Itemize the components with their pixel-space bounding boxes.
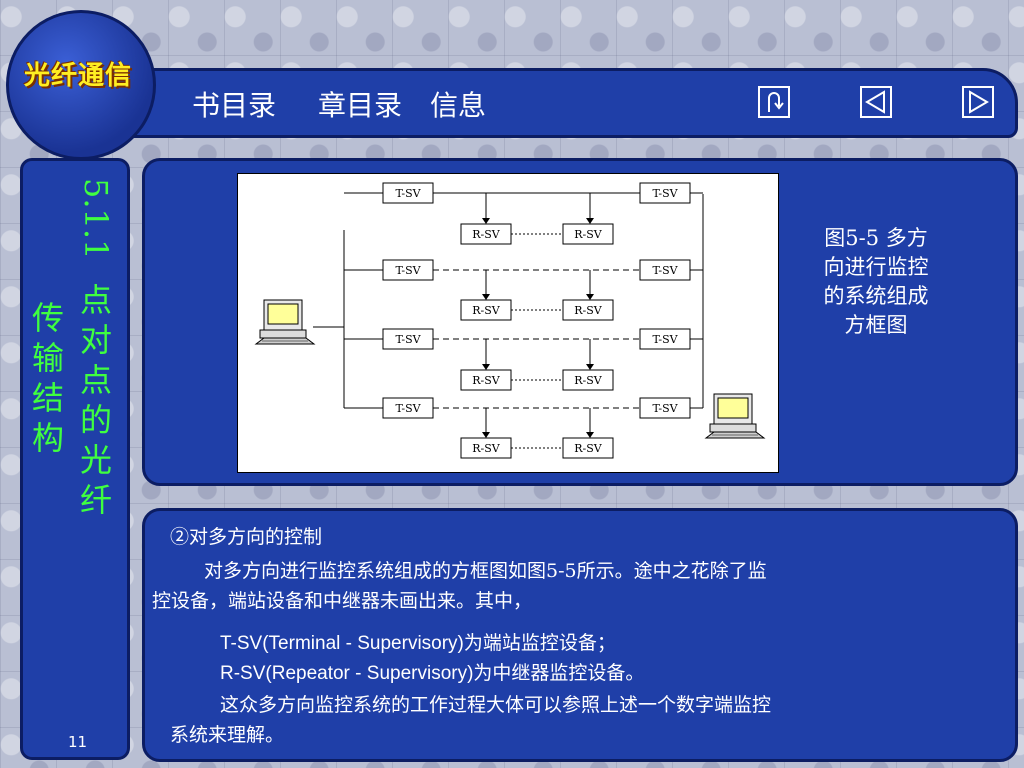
- definition-rsv: R-SV(Repeator - Supervisory)为中继器监控设备。: [220, 663, 645, 684]
- section-title-part1: 点 对 点 的 光 纤: [76, 280, 116, 520]
- return-button[interactable]: [758, 86, 790, 118]
- triangle-left-icon: [865, 90, 885, 114]
- body-paragraph-line: 这众多方向监控系统的工作过程大体可以参照上述一个数字端监控: [220, 694, 772, 716]
- section-title-char: 纤: [79, 481, 112, 519]
- logo-disc: [6, 10, 156, 160]
- body-paragraph-line: 系统来理解。: [170, 724, 285, 746]
- repeater-box-right-label: R-SV: [574, 228, 603, 241]
- repeater-box-right: [562, 223, 614, 245]
- repeater-box-right-label: R-SV: [574, 442, 603, 455]
- caption-line: 方框图: [844, 313, 908, 337]
- nav-chapter-toc[interactable]: 章目录: [318, 89, 403, 122]
- prev-button[interactable]: [860, 86, 892, 118]
- terminal-box-right-label: T-SV: [652, 333, 678, 346]
- body-paragraph-line: 对多方向进行监控系统组成的方框图如图5-5所示。途中之花除了监: [204, 560, 767, 582]
- section-title-char: 构: [31, 419, 64, 457]
- section-title-char: 点: [79, 361, 112, 399]
- section-title-char: 对: [79, 321, 112, 359]
- block-diagram: T-SV T-SV R-SV R-SV T-SV T-SV R-SV R-SV T-SV T-SV…: [237, 173, 779, 473]
- return-arrow-icon: [768, 92, 784, 112]
- repeater-box-left-label: R-SV: [472, 304, 501, 317]
- terminal-box-right-label: T-SV: [652, 264, 678, 277]
- body-heading: ②对多方向的控制: [170, 526, 323, 548]
- computer-terminal-icon: [254, 299, 316, 345]
- caption-line: 图5-5 多方: [824, 226, 928, 250]
- next-button[interactable]: [962, 86, 994, 118]
- arrow-down-head: [482, 364, 490, 370]
- arrow-down-head: [586, 364, 594, 370]
- section-title-char: 的: [79, 401, 112, 439]
- arrow-down-head: [586, 432, 594, 438]
- caption-line: 向进行监控: [823, 255, 929, 279]
- definition-tsv: T-SV(Terminal - Supervisory)为端站监控设备；: [220, 633, 616, 654]
- caption-line: 的系统组成: [823, 284, 929, 308]
- repeater-box-right-label: R-SV: [574, 374, 603, 387]
- terminal-box-right-label: T-SV: [652, 402, 678, 415]
- section-title-char: 结: [31, 379, 64, 417]
- nav-info[interactable]: 信息: [430, 89, 487, 122]
- arrow-down-head: [482, 218, 490, 224]
- terminal-box-left-label: T-SV: [395, 333, 421, 346]
- section-title-part2: 传 输 结 构: [28, 298, 68, 458]
- terminal-box-left-label: T-SV: [395, 264, 421, 277]
- terminal-box-right-label: T-SV: [652, 187, 678, 200]
- section-number: 5.1.1: [77, 178, 115, 260]
- sidebar: [20, 158, 130, 760]
- arrow-down-head: [482, 294, 490, 300]
- computer-terminal-icon: [704, 393, 766, 439]
- section-title-char: 光: [79, 441, 112, 479]
- text-panel: [142, 508, 1018, 762]
- section-title-char: 输: [31, 339, 64, 377]
- repeater-box-left-label: R-SV: [472, 228, 501, 241]
- terminal-box-left-label: T-SV: [395, 402, 421, 415]
- nav-book-toc[interactable]: 书目录: [192, 89, 277, 122]
- repeater-box-right: [562, 299, 614, 321]
- repeater-box-right: [562, 369, 614, 391]
- body-paragraph-line: 控设备，端站设备和中继器未画出来。其中，: [152, 590, 533, 612]
- block-diagram-svg: T-SV T-SV R-SV R-SV T-SV T-SV R-SV R-SV T-SV T-SV…: [254, 182, 766, 459]
- repeater-box-right: [562, 437, 614, 459]
- figure-caption: 图5-5 多方 向进行监控 的系统组成 方框图: [806, 224, 946, 340]
- triangle-right-icon: [969, 90, 989, 114]
- arrow-down-head: [586, 218, 594, 224]
- repeater-box-left-label: R-SV: [472, 442, 501, 455]
- section-title-char: 点: [79, 281, 112, 319]
- page-number: 11: [68, 733, 88, 751]
- arrow-down-head: [482, 432, 490, 438]
- logo-text: 光纤通信: [23, 61, 132, 91]
- repeater-box-right-label: R-SV: [574, 304, 603, 317]
- repeater-box-left-label: R-SV: [472, 374, 501, 387]
- arrow-down-head: [586, 294, 594, 300]
- terminal-box-left-label: T-SV: [395, 187, 421, 200]
- section-title-char: 传: [31, 299, 64, 337]
